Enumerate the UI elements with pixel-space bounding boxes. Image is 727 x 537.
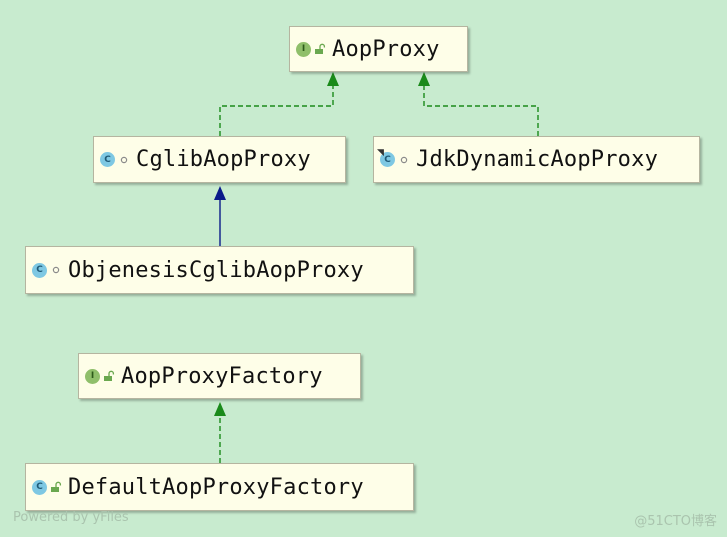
- node-label: AopProxy: [332, 36, 440, 62]
- edge-jdk-implements-aopproxy: [423, 86, 539, 136]
- final-marker-icon: ◥: [377, 148, 384, 158]
- class-icon: ◥ C: [377, 148, 395, 167]
- node-label: CglibAopProxy: [136, 147, 311, 172]
- arrowhead-icon: [214, 402, 226, 416]
- node-aop-proxy[interactable]: I AopProxy: [289, 26, 468, 72]
- interface-icon: I: [85, 368, 100, 384]
- public-lock-open-icon: [315, 43, 326, 54]
- class-icon: C: [32, 479, 47, 495]
- node-label: JdkDynamicAopProxy: [416, 147, 659, 172]
- package-private-circle-icon: [120, 156, 128, 163]
- node-default-aop-proxy-factory[interactable]: C DefaultAopProxyFactory: [25, 463, 414, 511]
- arrowhead-icon: [214, 186, 226, 200]
- node-label: AopProxyFactory: [121, 363, 323, 389]
- powered-by-label: Powered by yFiles: [13, 510, 129, 525]
- interface-icon: I: [296, 41, 311, 57]
- arrowhead-icon: [327, 72, 339, 86]
- package-private-circle-icon: [400, 156, 408, 163]
- node-objenesis-cglib-aop-proxy[interactable]: C ObjenesisCglibAopProxy: [25, 246, 414, 294]
- public-lock-open-icon: [104, 370, 115, 381]
- package-private-circle-icon: [52, 266, 60, 274]
- edge-cglib-implements-aopproxy: [219, 86, 334, 136]
- class-icon: C: [32, 262, 47, 278]
- node-aop-proxy-factory[interactable]: I AopProxyFactory: [78, 353, 361, 399]
- node-cglib-aop-proxy[interactable]: C CglibAopProxy: [93, 136, 346, 183]
- arrowhead-icon: [418, 72, 430, 86]
- node-jdk-dynamic-aop-proxy[interactable]: ◥ C JdkDynamicAopProxy: [373, 136, 700, 183]
- public-lock-open-icon: [51, 481, 62, 492]
- watermark-label: @51CTO博客: [634, 514, 717, 529]
- node-label: ObjenesisCglibAopProxy: [68, 257, 364, 283]
- class-icon: C: [100, 152, 115, 167]
- node-label: DefaultAopProxyFactory: [68, 474, 364, 500]
